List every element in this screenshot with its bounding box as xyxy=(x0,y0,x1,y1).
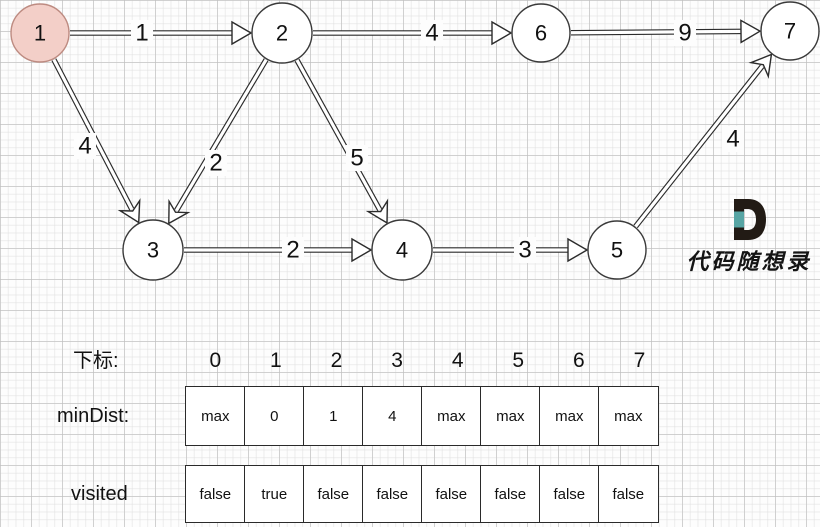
edge-weight-label: 5 xyxy=(350,145,363,172)
edge-weight-backdrop xyxy=(421,20,443,46)
edge-arrowhead-icon xyxy=(748,53,773,79)
index-header-cell: 7 xyxy=(633,349,646,372)
edge-line-inner xyxy=(295,59,382,211)
index-header-cell: 2 xyxy=(330,349,343,372)
index-header-cell: 5 xyxy=(512,349,525,372)
graph-node-label: 4 xyxy=(396,238,408,263)
index-header-cell: 3 xyxy=(391,349,403,372)
edge-arrowhead-icon xyxy=(491,20,513,46)
mindist-cell: max xyxy=(421,386,482,446)
graph-node-label: 2 xyxy=(276,21,288,46)
visited-cell: false xyxy=(598,465,659,523)
graph-node xyxy=(251,2,313,64)
index-header-cell: 4 xyxy=(451,349,464,372)
visited-cell: false xyxy=(421,465,482,523)
edge-arrowhead-icon xyxy=(740,19,762,44)
edge-arrowhead-icon xyxy=(567,237,589,263)
edge-line-inner xyxy=(570,29,746,35)
edge-arrowhead-icon xyxy=(168,198,191,225)
index-header-cell: 6 xyxy=(573,349,585,372)
visited-cell: true xyxy=(244,465,305,523)
graph-node-label: 3 xyxy=(147,238,159,263)
mindist-cell: 4 xyxy=(362,386,423,446)
graph-node-label: 5 xyxy=(611,238,623,263)
graph-node-start xyxy=(10,3,70,63)
edge-weight-backdrop xyxy=(346,145,368,171)
mindist-cell: max xyxy=(185,386,246,446)
graph-node xyxy=(371,219,433,281)
edge-weight-backdrop xyxy=(74,133,96,159)
index-row-label: 下标: xyxy=(73,350,119,372)
mindist-cell: max xyxy=(480,386,541,446)
edge-weight-backdrop xyxy=(722,126,744,152)
visited-cell: false xyxy=(539,465,600,523)
mindist-cell: 0 xyxy=(244,386,305,446)
brand-logo-icon xyxy=(732,198,766,241)
graph-node-label: 7 xyxy=(784,19,796,44)
graph-node-label: 6 xyxy=(535,21,547,46)
edge-weight-backdrop xyxy=(131,20,153,46)
edge-weight-backdrop xyxy=(514,237,536,263)
edge-weight-label: 4 xyxy=(425,20,438,47)
edge-weight-label: 4 xyxy=(726,126,739,153)
visited-cell: false xyxy=(362,465,423,523)
index-header-cell: 0 xyxy=(209,349,222,372)
graph-node xyxy=(511,3,571,63)
edge-arrowhead-icon xyxy=(231,20,253,46)
edge-line-inner xyxy=(634,65,764,228)
brand-name: 代码随想录 xyxy=(686,249,812,275)
visited-cell: false xyxy=(303,465,364,523)
edge-weight-label: 2 xyxy=(209,150,222,177)
logo-d-glyph xyxy=(734,199,766,240)
edge-weight-label: 3 xyxy=(518,237,531,264)
graph-node-label: 1 xyxy=(34,21,46,46)
edge-weight-label: 1 xyxy=(135,20,148,47)
visited-cell: false xyxy=(480,465,541,523)
edge-weight-backdrop xyxy=(205,150,227,176)
mindist-cell: max xyxy=(598,386,659,446)
graph-node xyxy=(122,219,184,281)
graph-node xyxy=(587,220,647,280)
edge-weight-backdrop xyxy=(282,237,304,263)
edge-line-inner xyxy=(175,58,268,212)
edge-weight-label: 4 xyxy=(78,133,91,160)
mindist-cell: max xyxy=(539,386,600,446)
visited-cell: false xyxy=(185,465,246,523)
brand-watermark: 代码随想录 xyxy=(678,198,820,276)
mindist-cell: 1 xyxy=(303,386,364,446)
edge-weight-backdrop xyxy=(674,20,696,46)
index-header-row: 0 1 2 3 4 5 6 7 xyxy=(185,346,670,376)
edge-arrowhead-icon xyxy=(365,198,389,225)
graph-node xyxy=(760,1,820,61)
edge-weight-label: 2 xyxy=(286,237,299,264)
edge-arrowhead-icon xyxy=(117,198,141,224)
visited-row-label: visited xyxy=(71,483,128,505)
edge-weight-label: 9 xyxy=(678,20,691,47)
edge-arrowhead-icon xyxy=(351,237,373,263)
mindist-row-label: minDist: xyxy=(57,405,130,427)
index-header-cell: 1 xyxy=(270,349,282,372)
